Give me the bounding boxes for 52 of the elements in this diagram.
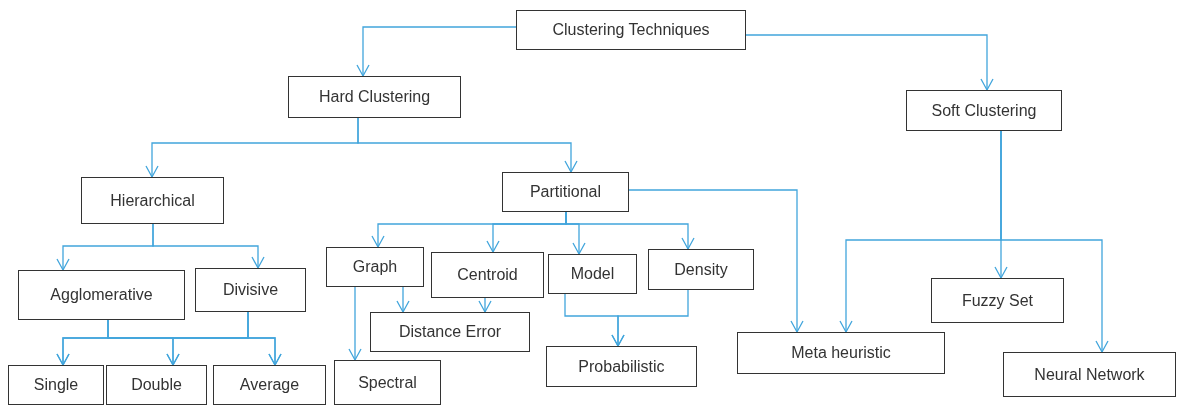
arrow <box>1000 130 1109 353</box>
arrow <box>611 289 689 347</box>
category-box <box>81 177 224 224</box>
category-label: Divisive <box>222 280 279 300</box>
category-box <box>737 332 945 374</box>
category-box <box>213 365 326 405</box>
category-box <box>431 252 544 298</box>
category-box <box>288 76 461 118</box>
category-box <box>334 360 441 405</box>
category-label: Distance Error <box>398 322 502 342</box>
arrow <box>745 34 994 91</box>
category-label: Probabilistic <box>578 356 665 377</box>
category-label: Centroid <box>457 265 518 285</box>
category-box <box>1003 352 1176 397</box>
category-label: Single <box>33 375 79 395</box>
arrow <box>356 26 517 77</box>
category-box <box>516 10 746 50</box>
category-label: Average <box>239 375 300 395</box>
arrow <box>565 211 695 250</box>
category-box <box>548 254 637 294</box>
category-box <box>931 278 1064 323</box>
arrow <box>396 286 410 313</box>
category-box <box>106 365 207 405</box>
category-label: Clustering Techniques <box>552 20 710 40</box>
category-label: Graph <box>352 257 398 277</box>
category-box <box>195 268 306 312</box>
category-label: Fuzzy Set <box>961 290 1034 311</box>
arrow <box>348 286 362 361</box>
category-box <box>326 247 424 287</box>
category-box <box>18 270 185 320</box>
category-label: Hierarchical <box>110 190 195 211</box>
category-label: Partitional <box>529 182 602 202</box>
category-label: Density <box>674 259 728 280</box>
category-box <box>648 249 754 290</box>
category-label: Neural Network <box>1034 364 1145 385</box>
arrow <box>628 189 804 333</box>
category-label: Soft Clustering <box>931 100 1037 121</box>
category-label: Model <box>570 264 615 284</box>
category-box <box>546 346 697 387</box>
category-box <box>906 90 1062 131</box>
category-box <box>370 312 530 352</box>
category-box <box>502 172 629 212</box>
arrow <box>247 311 282 366</box>
category-label: Meta heuristic <box>791 343 891 363</box>
category-box <box>8 365 104 405</box>
category-label: Hard Clustering <box>318 87 431 107</box>
arrow <box>152 223 265 269</box>
category-label: Spectral <box>358 372 417 393</box>
arrow <box>357 117 578 173</box>
arrow <box>478 297 492 313</box>
category-label: Agglomerative <box>50 285 153 305</box>
category-label: Double <box>131 375 182 395</box>
